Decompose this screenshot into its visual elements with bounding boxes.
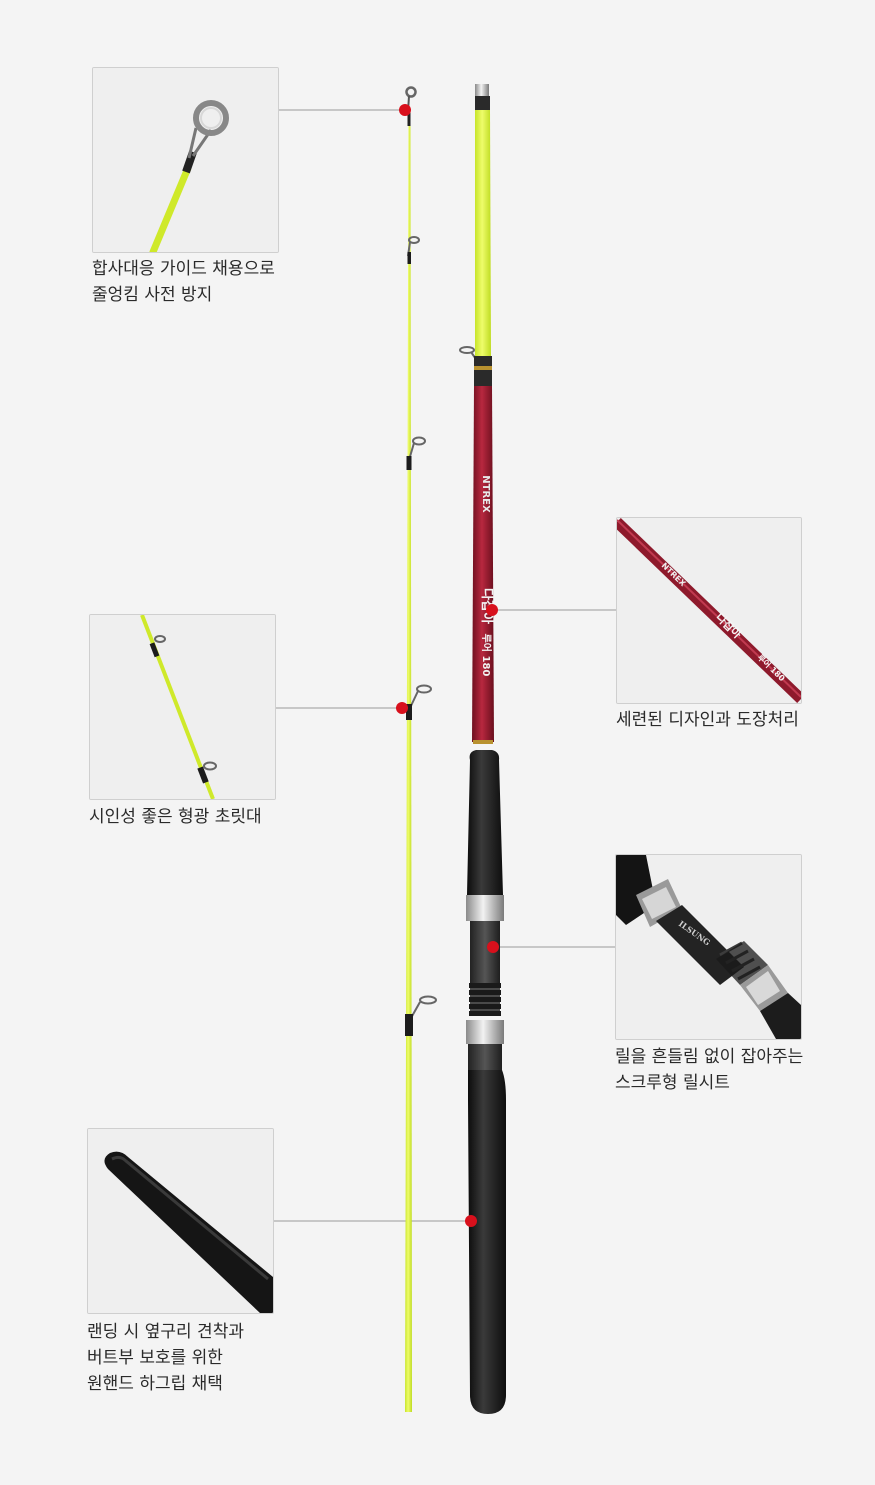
- tip-guide-caption-line-2: 줄엉킴 사전 방지: [92, 285, 213, 305]
- marker-dot-reel-seat: [487, 941, 499, 953]
- handle-grip-caption: 랜딩 시 옆구리 견착과 버트부 보호를 위한 원핸드 하그립 채택: [87, 1319, 244, 1397]
- rod-brand-print: NTREX: [480, 475, 491, 513]
- butt-section-rod: NTREX 다잡아 루어 180: [459, 84, 506, 1414]
- reel-seat-caption: 릴을 흔들림 없이 잡아주는 스크루형 릴시트: [615, 1044, 803, 1096]
- handle-grip-closeup: [87, 1128, 274, 1314]
- handle-grip-caption-line-3: 원핸드 하그립 채택: [87, 1374, 223, 1394]
- tip-line-guides: [407, 236, 437, 1019]
- reel-seat-caption-line-1: 릴을 흔들림 없이 잡아주는: [615, 1047, 804, 1067]
- rear-grip: [468, 1070, 506, 1414]
- handle-grip-caption-line-1: 랜딩 시 옆구리 견착과: [87, 1322, 244, 1342]
- guide-wraps: [405, 252, 413, 1036]
- reel-seat-closeup: ILSUNG: [615, 854, 802, 1040]
- lower-hood-ring: [466, 1020, 504, 1044]
- marker-dot-grip: [465, 1215, 477, 1227]
- tip-guide-closeup: [92, 67, 279, 253]
- leader-lines: [273, 109, 616, 1222]
- marker-dot-tip-guide: [399, 104, 411, 116]
- design-coating-caption-line-1: 세련된 디자인과 도장처리: [616, 710, 799, 730]
- callout-markers: [396, 104, 499, 1227]
- handle-grip-caption-line-2: 버트부 보호를 위한: [87, 1348, 223, 1368]
- marker-dot-fluorescent-tip: [396, 702, 408, 714]
- rod-spec-print: 루어 180: [480, 634, 493, 677]
- fore-grip: [467, 750, 503, 895]
- red-blank: [472, 386, 494, 742]
- reel-seat-thread: [469, 983, 501, 1016]
- fluorescent-tip-caption: 시인성 좋은 형광 초릿대: [89, 804, 262, 830]
- fluorescent-tip-caption-line-1: 시인성 좋은 형광 초릿대: [89, 807, 262, 827]
- tip-guide-caption-line-1: 합사대응 가이드 채용으로: [92, 259, 275, 279]
- reel-seat-caption-line-2: 스크루형 릴시트: [615, 1073, 730, 1093]
- tip-guide-caption: 합사대응 가이드 채용으로 줄엉킴 사전 방지: [92, 256, 275, 308]
- marker-dot-design: [486, 604, 498, 616]
- design-coating-closeup: NTREX 다잡아 루어 180: [616, 517, 802, 704]
- tip-section-rod: [405, 86, 437, 1412]
- upper-hood-ring: [466, 895, 504, 921]
- fluorescent-tip-closeup: [89, 614, 276, 800]
- design-coating-caption: 세련된 디자인과 도장처리: [616, 707, 799, 733]
- tip-section-blank: [405, 112, 412, 1412]
